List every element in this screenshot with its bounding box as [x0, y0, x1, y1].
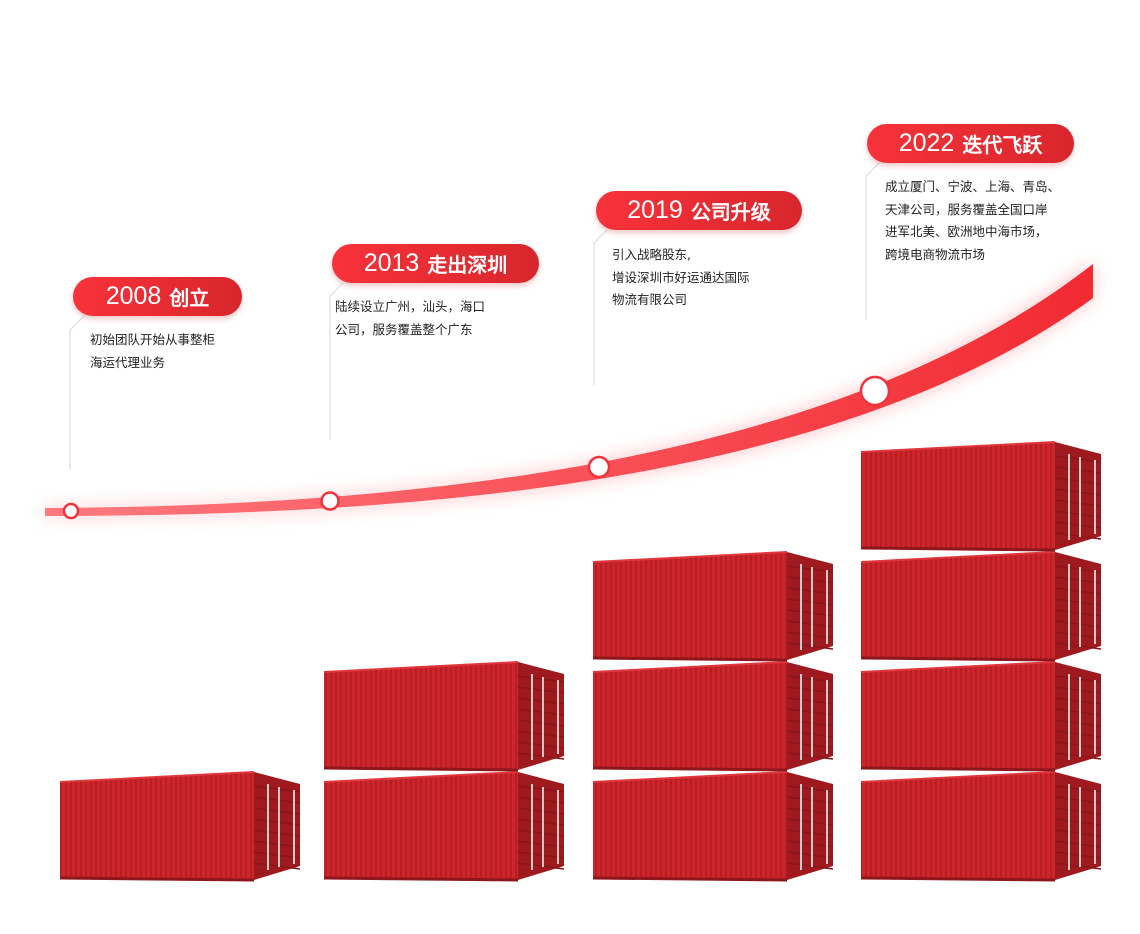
description-line: 公司，服务覆盖整个广东 — [335, 321, 473, 337]
container-stack-2008 — [59, 771, 301, 882]
milestone-description: 陆续设立广州，汕头，海口公司，服务覆盖整个广东 — [335, 296, 485, 341]
shipping-container — [860, 771, 1102, 882]
connector-line-2019 — [593, 229, 608, 385]
timeline-node-2019 — [587, 455, 611, 479]
shipping-container — [323, 771, 565, 882]
description-line: 进军北美、欧洲地中海市场， — [885, 224, 1048, 239]
milestone-year: 2022 — [898, 129, 955, 157]
milestone-badge-2022: 2022 迭代飞跃 — [867, 124, 1074, 163]
timeline-node-2008 — [62, 502, 80, 520]
milestone-description: 成立厦门、宁波、上海、青岛、天津公司，服务覆盖全国口岸进军北美、欧洲地中海市场，… — [885, 176, 1060, 266]
milestone-year: 2013 — [363, 249, 420, 277]
container-stack-2019 — [592, 551, 834, 882]
shipping-container — [59, 771, 301, 882]
description-line: 陆续设立广州，汕头，海口 — [335, 299, 486, 314]
milestone-title: 公司升级 — [690, 200, 771, 224]
milestone-title: 迭代飞跃 — [962, 133, 1043, 157]
description-line: 海运代理业务 — [90, 354, 166, 370]
description-line: 物流有限公司 — [612, 292, 688, 307]
shipping-container — [592, 661, 834, 772]
connector-lines — [69, 162, 880, 470]
container-stack-2022 — [860, 441, 1102, 882]
milestone-year: 2019 — [627, 196, 683, 224]
description-line: 跨境电商物流市场 — [885, 246, 986, 262]
connector-line-2013 — [329, 282, 344, 440]
shipping-container — [592, 771, 834, 882]
shipping-container — [592, 551, 834, 662]
description-line: 引入战略股东, — [612, 247, 691, 262]
description-line: 增设深圳市好运通达国际 — [612, 269, 750, 285]
milestone-year: 2008 — [105, 282, 162, 310]
shipping-container — [860, 661, 1102, 772]
milestone-badge-2008: 2008 创立 — [73, 277, 242, 316]
description-line: 初始团队开始从事整柜 — [90, 332, 216, 347]
shipping-container — [860, 551, 1102, 662]
milestone-description: 初始团队开始从事整柜海运代理业务 — [90, 329, 215, 374]
milestone-badge-2013: 2013 走出深圳 — [332, 244, 539, 283]
milestone-title: 走出深圳 — [427, 253, 508, 277]
shipping-container — [323, 661, 565, 772]
connector-line-2022 — [865, 162, 880, 320]
timeline-node-2022 — [859, 375, 891, 407]
connector-line-2008 — [69, 315, 85, 470]
shipping-container — [860, 441, 1102, 552]
timeline-node-2013 — [320, 491, 340, 511]
milestone-title: 创立 — [169, 286, 210, 310]
milestone-badge-2019: 2019 公司升级 — [596, 191, 802, 230]
description-line: 成立厦门、宁波、上海、青岛、 — [885, 179, 1061, 194]
container-stack-2013 — [323, 661, 565, 882]
description-line: 天津公司，服务覆盖全国口岸 — [885, 201, 1048, 217]
milestone-description: 引入战略股东, 增设深圳市好运通达国际物流有限公司 — [612, 244, 750, 312]
